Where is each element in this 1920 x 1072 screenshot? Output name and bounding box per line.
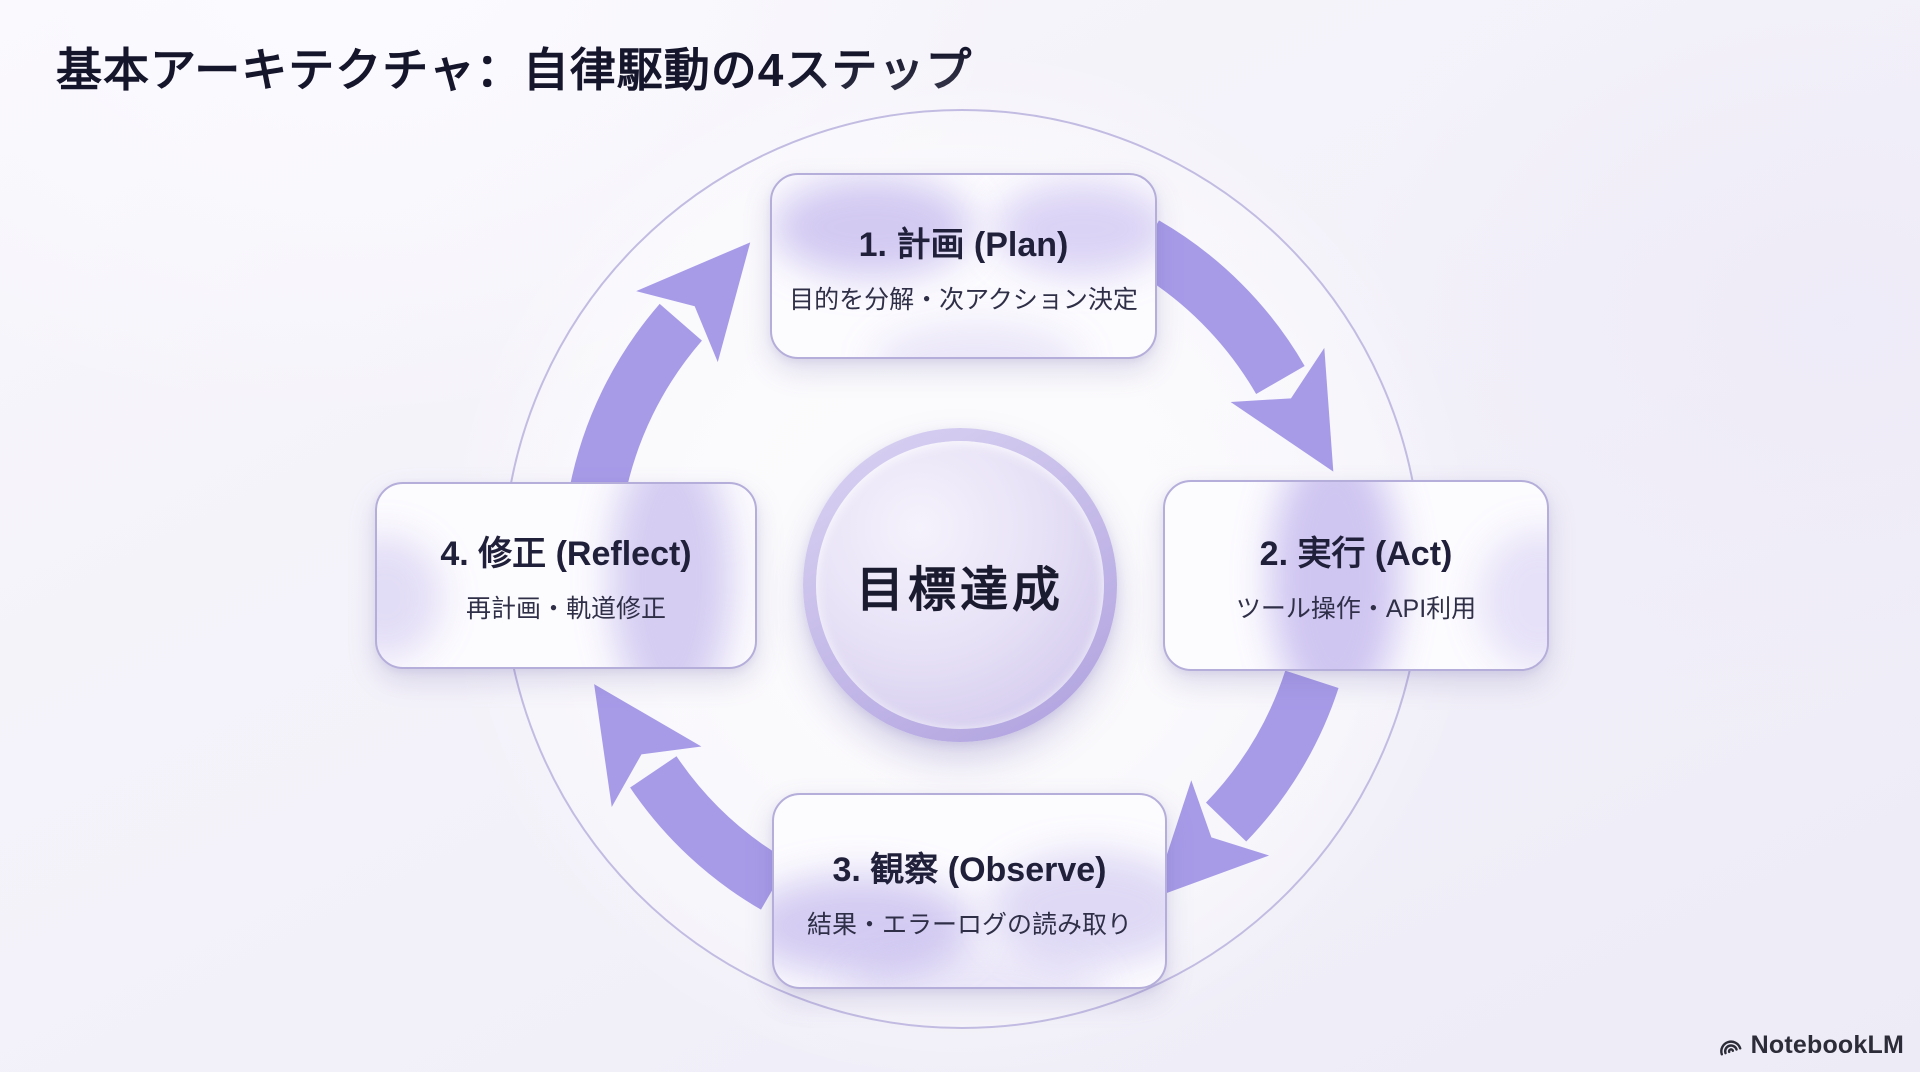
step-card-act: 2. 実行 (Act) ツール操作・API利用 <box>1163 480 1549 671</box>
step-card-observe: 3. 観察 (Observe) 結果・エラーログの読み取り <box>772 793 1167 989</box>
glow-accent <box>1479 530 1547 669</box>
arrow-observe-to-reflect <box>594 684 790 910</box>
logo-text: NotebookLM <box>1750 1031 1904 1059</box>
step-subtitle: ツール操作・API利用 <box>1235 595 1477 623</box>
glow-accent <box>610 484 732 667</box>
arrow-plan-to-act <box>1130 220 1334 472</box>
arrow-act-to-observe <box>1152 670 1339 899</box>
step-subtitle: 目的を分解・次アクション決定 <box>789 285 1138 314</box>
branding: NotebookLM <box>1715 1031 1904 1060</box>
arrow-reflect-to-plan <box>569 242 751 501</box>
goal-circle-inner: 目標達成 <box>816 441 1104 729</box>
step-title: 3. 観察 (Observe) <box>832 850 1107 889</box>
step-subtitle: 結果・エラーログの読み取り <box>806 910 1132 939</box>
step-subtitle: 再計画・軌道修正 <box>465 595 666 623</box>
goal-circle: 目標達成 <box>803 428 1117 742</box>
glow-accent <box>844 947 1104 987</box>
step-title: 2. 実行 (Act) <box>1259 535 1453 573</box>
glow-accent <box>872 323 1082 357</box>
step-card-reflect: 4. 修正 (Reflect) 再計画・軌道修正 <box>375 482 757 669</box>
goal-label: 目標達成 <box>855 564 1064 617</box>
step-title: 4. 修正 (Reflect) <box>440 535 692 573</box>
step-card-plan: 1. 計画 (Plan) 目的を分解・次アクション決定 <box>770 173 1157 359</box>
step-title: 1. 計画 (Plan) <box>858 225 1069 264</box>
glow-accent <box>1270 482 1400 669</box>
glow-accent <box>377 536 441 658</box>
notebooklm-arcs-icon <box>1719 1040 1742 1056</box>
